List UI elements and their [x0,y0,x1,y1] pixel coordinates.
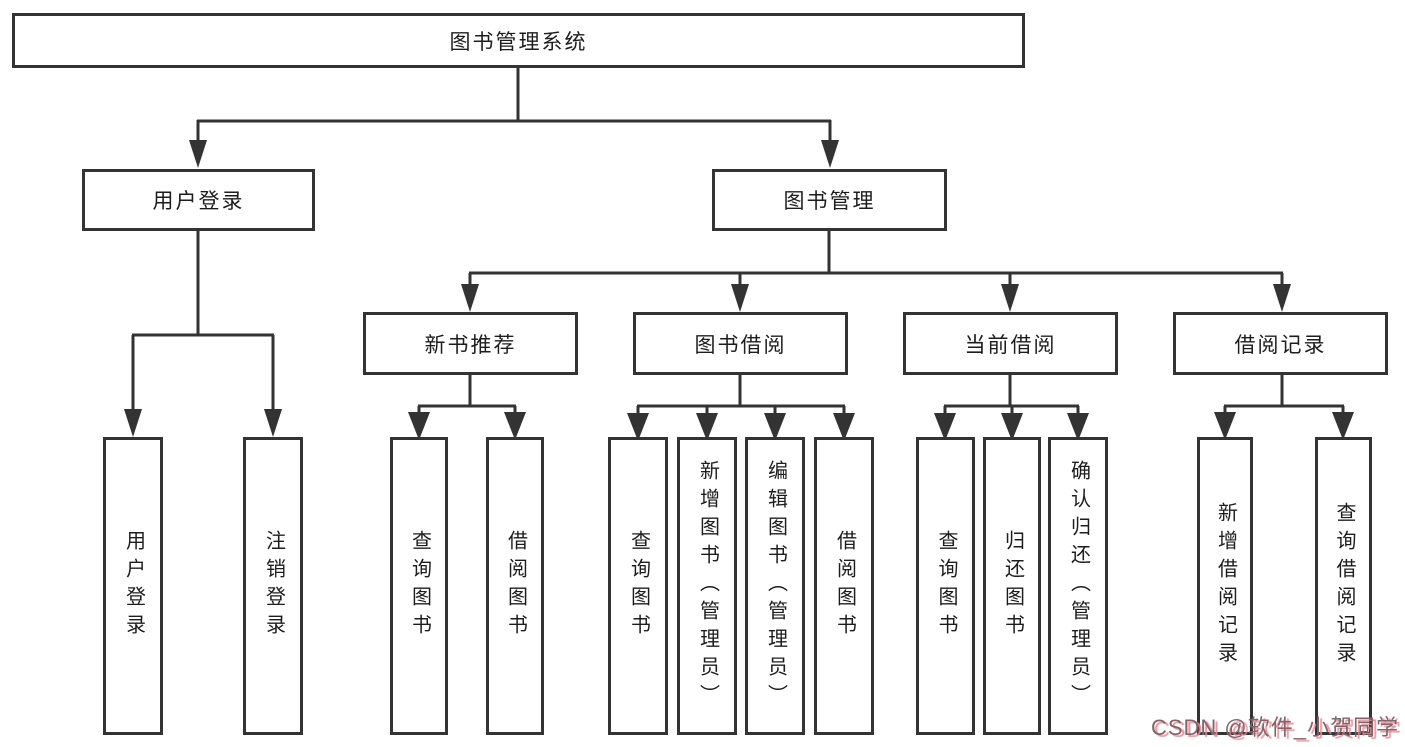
leaf-borrow-books-borrowing: 借阅图书 [814,437,874,735]
connector-current-borrowing-children [934,374,1089,441]
leaf-query-books-recommend: 查询图书 [390,437,448,735]
leaf-borrow-books-borrowing-label: 借阅图书 [833,530,856,642]
leaf-add-borrow-record: 新增借阅记录 [1197,437,1253,735]
leaf-return-books-label: 归还图书 [1001,530,1024,642]
node-book-management: 图书管理 [712,169,947,231]
node-book-management-label: 图书管理 [783,190,876,213]
leaf-query-books-recommend-label: 查询图书 [408,530,431,642]
leaf-query-books-current: 查询图书 [916,437,975,735]
node-user-login: 用户登录 [82,169,315,231]
connector-book-borrowing-children [627,374,855,441]
leaf-logout-label: 注销登录 [262,530,285,642]
connector-borrowing-records-children [1214,374,1354,440]
node-book-borrowing-label: 图书借阅 [694,333,787,357]
leaf-confirm-return-admin: 确认归还（管理员） [1048,437,1108,735]
node-root: 图书管理系统 [12,13,1025,68]
leaf-logout: 注销登录 [243,437,303,735]
leaf-return-books: 归还图书 [983,437,1041,735]
node-borrowing-records-label: 借阅记录 [1234,333,1327,357]
leaf-borrow-books-recommend-label: 借阅图书 [504,530,527,642]
node-new-book-recommendation: 新书推荐 [363,312,578,375]
leaf-user-login-label: 用户登录 [122,530,145,642]
node-user-login-label: 用户登录 [152,190,245,213]
leaf-edit-book-admin: 编辑图书（管理员） [745,437,805,735]
leaf-add-borrow-record-label: 新增借阅记录 [1214,502,1237,670]
leaf-add-book-admin-label: 新增图书（管理员） [696,460,719,712]
leaf-add-book-admin: 新增图书（管理员） [677,437,737,735]
leaf-edit-book-admin-label: 编辑图书（管理员） [764,460,787,712]
leaf-query-borrow-record-label: 查询借阅记录 [1333,502,1355,670]
leaf-query-books-borrowing: 查询图书 [608,437,668,735]
leaf-query-books-current-label: 查询图书 [935,530,957,642]
csdn-watermark: CSDN @软件_小贺同学 [1150,715,1399,740]
leaf-query-borrow-record: 查询借阅记录 [1315,437,1372,735]
connector-new-book-recommendation-children [408,374,526,440]
connector-root-to-level2 [189,68,839,168]
node-borrowing-records: 借阅记录 [1173,312,1388,375]
connector-book-management-children [461,230,1291,312]
leaf-query-books-borrowing-label: 查询图书 [627,530,650,642]
leaf-user-login: 用户登录 [103,437,163,735]
leaf-confirm-return-admin-label: 确认归还（管理员） [1067,460,1090,712]
node-current-borrowing-label: 当前借阅 [964,333,1057,357]
leaf-borrow-books-recommend: 借阅图书 [486,437,544,735]
node-new-book-recommendation-label: 新书推荐 [424,333,517,357]
node-book-borrowing: 图书借阅 [633,312,848,375]
connector-user-login-children [124,231,282,437]
node-current-borrowing: 当前借阅 [903,312,1118,375]
node-root-label: 图书管理系统 [449,30,588,54]
